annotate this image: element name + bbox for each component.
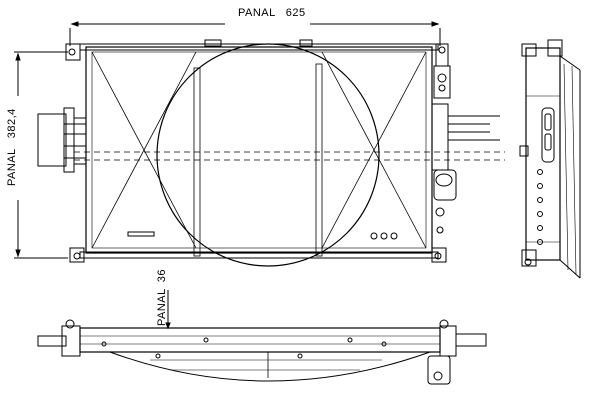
sensor-ports (370, 232, 398, 240)
depth-prefix: PANAL (156, 288, 168, 326)
centerlines (74, 151, 505, 161)
depth-value: 36 (156, 268, 168, 283)
height-dimension-line (14, 51, 68, 259)
height-value: 382,4 (6, 108, 18, 139)
cross-bracing (91, 51, 427, 249)
height-dimension-label: PANAL 382,4 (6, 108, 18, 186)
width-prefix: PANAL (238, 7, 276, 19)
bottom-core (79, 327, 441, 353)
bottom-view (37, 290, 487, 385)
width-dimension-line (69, 21, 441, 46)
side-bolts (537, 169, 543, 245)
left-connector (37, 107, 87, 173)
mounting-bracket-top-right (433, 43, 451, 99)
height-prefix: PANAL (6, 148, 18, 186)
fan-shroud (156, 43, 380, 267)
label-plate (127, 231, 155, 237)
width-dimension-label: PANAL 625 (238, 7, 306, 19)
filler-cap (433, 169, 457, 234)
mounting-bracket-top-left (65, 43, 81, 61)
radiator-core (85, 46, 433, 254)
side-tank (525, 47, 561, 261)
bottom-shroud (109, 351, 431, 382)
bottom-holes (101, 337, 387, 359)
bottom-mount (427, 355, 451, 385)
front-view (14, 21, 505, 267)
width-value: 625 (285, 7, 306, 19)
bottom-left-pipe (37, 319, 81, 357)
side-view (519, 39, 581, 279)
mounting-bracket-bottom-right (431, 247, 447, 263)
bottom-right-pipe (439, 319, 487, 357)
depth-dimension-label: PANAL 36 (156, 269, 168, 326)
mounting-bracket-bottom-left (69, 247, 85, 263)
